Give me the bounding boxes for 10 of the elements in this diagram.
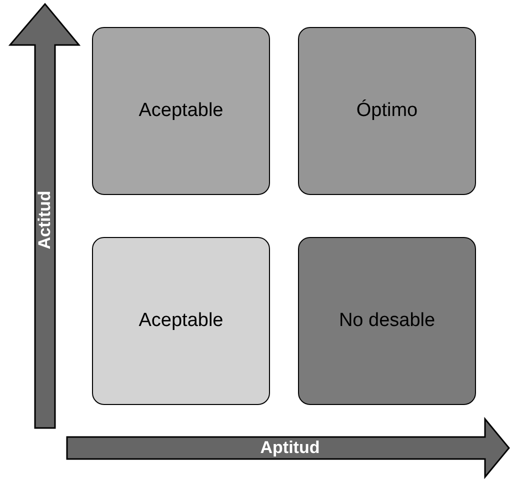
axis-label: Actitud bbox=[35, 190, 55, 250]
quadrant-label: No desable bbox=[338, 310, 436, 332]
quadrant-label: Aceptable bbox=[138, 100, 224, 122]
quadrant-label: Aceptable bbox=[138, 310, 224, 332]
quadrant-box bbox=[298, 237, 476, 405]
quadrant-label: Óptimo bbox=[356, 100, 418, 122]
axis-label: Aptitud bbox=[260, 438, 320, 458]
quadrant-box bbox=[92, 27, 270, 195]
quadrant-box bbox=[298, 27, 476, 195]
quadrant-box bbox=[92, 237, 270, 405]
